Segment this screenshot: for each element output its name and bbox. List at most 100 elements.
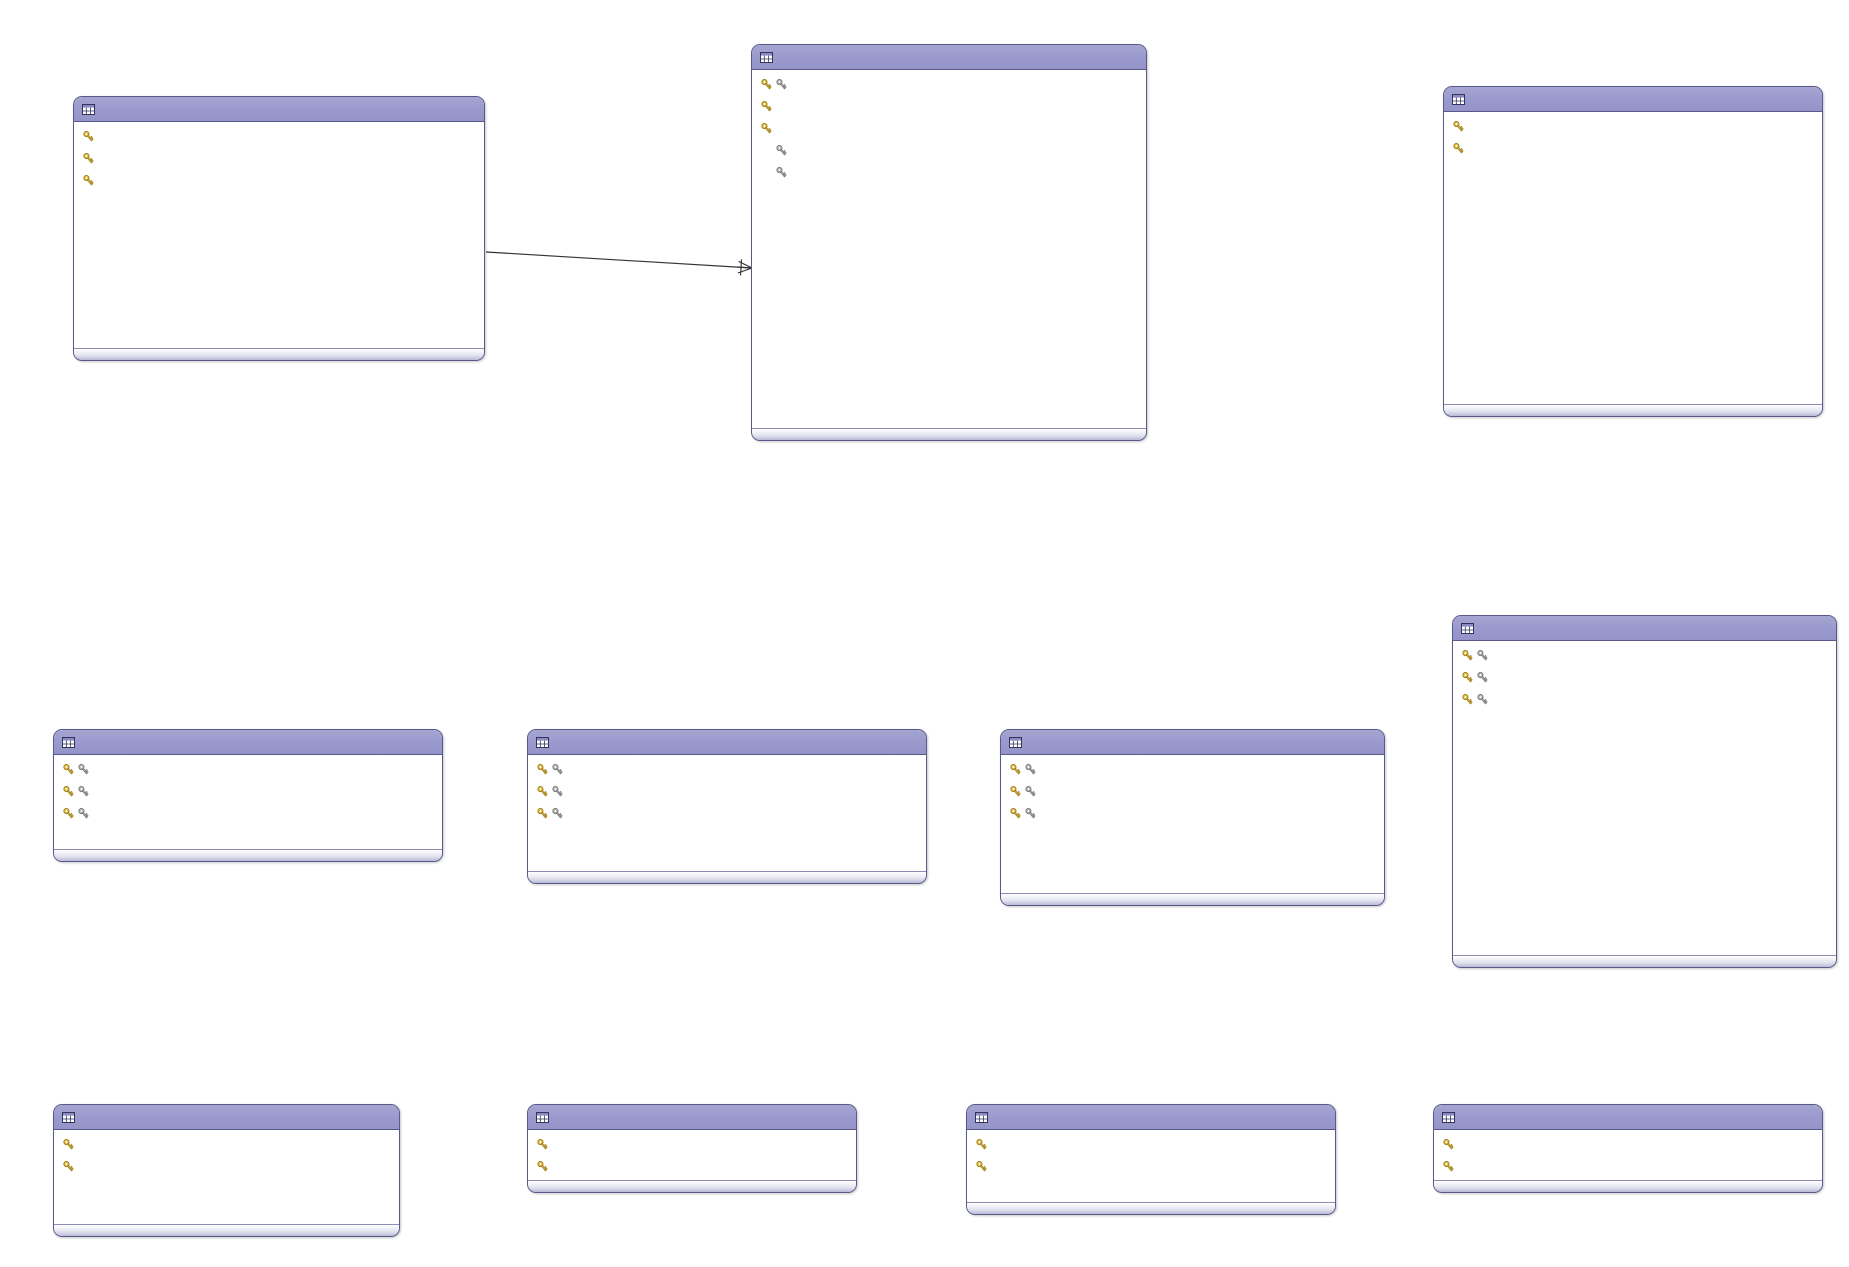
attribute-row[interactable] <box>752 315 1146 337</box>
attribute-row[interactable] <box>967 1177 1335 1199</box>
attribute-row[interactable] <box>752 271 1146 293</box>
entity-js_job_fired_triggers[interactable] <box>1443 86 1823 417</box>
attribute-row[interactable] <box>1444 247 1822 269</box>
attribute-row[interactable] <box>752 95 1146 117</box>
attribute-row[interactable] <box>1453 754 1836 776</box>
attribute-row[interactable] <box>1453 820 1836 842</box>
attribute-row[interactable] <box>1444 313 1822 335</box>
entity-js_job_paused_trigger_grps[interactable] <box>1433 1104 1823 1193</box>
attribute-row[interactable] <box>74 213 484 235</box>
attribute-row[interactable] <box>74 125 484 147</box>
attribute-row[interactable] <box>528 846 926 868</box>
attribute-row[interactable] <box>528 780 926 802</box>
entity-header-js_job_locks[interactable] <box>528 1105 856 1130</box>
attribute-row[interactable] <box>1001 824 1384 846</box>
attribute-row[interactable] <box>74 235 484 257</box>
attribute-row[interactable] <box>1444 225 1822 247</box>
attribute-row[interactable] <box>74 323 484 345</box>
attribute-row[interactable] <box>528 1133 856 1155</box>
entity-header-js_job_simple_triggers[interactable] <box>1001 730 1384 755</box>
attribute-row[interactable] <box>54 1133 399 1155</box>
attribute-row[interactable] <box>1453 776 1836 798</box>
entity-header-js_job_job_details[interactable] <box>74 97 484 122</box>
attribute-row[interactable] <box>752 205 1146 227</box>
attribute-row[interactable] <box>1453 732 1836 754</box>
attribute-row[interactable] <box>1444 357 1822 379</box>
entity-header-js_job_scheduler_state[interactable] <box>54 1105 399 1130</box>
attribute-row[interactable] <box>752 227 1146 249</box>
entity-header-js_job_cron_triggers[interactable] <box>528 730 926 755</box>
entity-header-js_job_fired_triggers[interactable] <box>1444 87 1822 112</box>
entity-js_job_simprop_triggers[interactable] <box>1452 615 1837 968</box>
attribute-row[interactable] <box>752 293 1146 315</box>
attribute-row[interactable] <box>1453 930 1836 952</box>
attribute-row[interactable] <box>74 279 484 301</box>
attribute-row[interactable] <box>54 802 442 824</box>
attribute-row[interactable] <box>1444 115 1822 137</box>
entity-js_job_scheduler_state[interactable] <box>53 1104 400 1237</box>
attribute-row[interactable] <box>752 161 1146 183</box>
attribute-row[interactable] <box>967 1155 1335 1177</box>
attribute-row[interactable] <box>1434 1133 1822 1155</box>
attribute-row[interactable] <box>54 1177 399 1199</box>
attribute-row[interactable] <box>752 183 1146 205</box>
entity-js_job_triggers[interactable] <box>751 44 1147 441</box>
attribute-row[interactable] <box>1453 842 1836 864</box>
attribute-row[interactable] <box>1001 802 1384 824</box>
attribute-row[interactable] <box>1001 780 1384 802</box>
attribute-row[interactable] <box>1453 908 1836 930</box>
attribute-row[interactable] <box>54 1199 399 1221</box>
attribute-row[interactable] <box>1444 269 1822 291</box>
attribute-row[interactable] <box>74 147 484 169</box>
attribute-row[interactable] <box>752 139 1146 161</box>
attribute-row[interactable] <box>752 337 1146 359</box>
attribute-row[interactable] <box>1444 379 1822 401</box>
attribute-row[interactable] <box>1434 1155 1822 1177</box>
attribute-row[interactable] <box>1453 710 1836 732</box>
attribute-row[interactable] <box>54 758 442 780</box>
attribute-row[interactable] <box>1453 688 1836 710</box>
attribute-row[interactable] <box>1453 886 1836 908</box>
entity-header-js_job_triggers[interactable] <box>752 45 1146 70</box>
entity-js_job_cron_triggers[interactable] <box>527 729 927 884</box>
attribute-row[interactable] <box>1001 868 1384 890</box>
attribute-row[interactable] <box>528 802 926 824</box>
entity-header-js_job_simprop_triggers[interactable] <box>1453 616 1836 641</box>
attribute-row[interactable] <box>74 191 484 213</box>
attribute-row[interactable] <box>752 73 1146 95</box>
attribute-row[interactable] <box>1001 758 1384 780</box>
attribute-row[interactable] <box>1453 798 1836 820</box>
entity-js_job_locks[interactable] <box>527 1104 857 1193</box>
attribute-row[interactable] <box>1444 137 1822 159</box>
entity-header-js_job_calendars[interactable] <box>967 1105 1335 1130</box>
attribute-row[interactable] <box>74 257 484 279</box>
attribute-row[interactable] <box>1444 203 1822 225</box>
attribute-row[interactable] <box>752 403 1146 425</box>
attribute-row[interactable] <box>528 1155 856 1177</box>
attribute-row[interactable] <box>752 117 1146 139</box>
attribute-row[interactable] <box>1453 666 1836 688</box>
attribute-row[interactable] <box>1444 181 1822 203</box>
attribute-row[interactable] <box>1453 644 1836 666</box>
entity-js_job_job_details[interactable] <box>73 96 485 361</box>
attribute-row[interactable] <box>74 301 484 323</box>
attribute-row[interactable] <box>752 381 1146 403</box>
attribute-row[interactable] <box>1001 846 1384 868</box>
attribute-row[interactable] <box>528 758 926 780</box>
attribute-row[interactable] <box>752 359 1146 381</box>
attribute-row[interactable] <box>54 824 442 846</box>
entity-header-js_job_blob_triggers[interactable] <box>54 730 442 755</box>
entity-header-js_job_paused_trigger_grps[interactable] <box>1434 1105 1822 1130</box>
attribute-row[interactable] <box>1444 335 1822 357</box>
attribute-row[interactable] <box>752 249 1146 271</box>
entity-js_job_calendars[interactable] <box>966 1104 1336 1215</box>
attribute-row[interactable] <box>528 824 926 846</box>
entity-js_job_blob_triggers[interactable] <box>53 729 443 862</box>
attribute-row[interactable] <box>54 780 442 802</box>
attribute-row[interactable] <box>74 169 484 191</box>
entity-js_job_simple_triggers[interactable] <box>1000 729 1385 906</box>
attribute-row[interactable] <box>54 1155 399 1177</box>
attribute-row[interactable] <box>1444 291 1822 313</box>
attribute-row[interactable] <box>1453 864 1836 886</box>
attribute-row[interactable] <box>967 1133 1335 1155</box>
